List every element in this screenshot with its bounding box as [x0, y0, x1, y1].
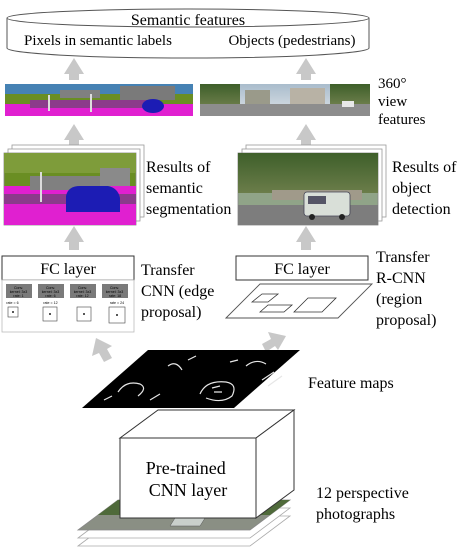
arrow-diag-left [92, 338, 112, 362]
segmentation-label: Results of semantic segmentation [146, 159, 231, 218]
objects-label: Objects (pedestrians) [228, 33, 355, 49]
panorama-photo [200, 84, 370, 116]
flow-arrows [64, 58, 316, 362]
arrow-up-right-top [296, 58, 316, 80]
arrow-up-left-mid [64, 124, 84, 146]
right-fc-label: FC layer [274, 261, 330, 278]
svg-text:rate = 6 rate = 12: rate = 6 rate = 12 rate = 24 [6, 301, 124, 305]
segmentation-stack [3, 144, 145, 226]
feature-maps-label: Feature maps [308, 375, 394, 392]
arrow-up-right-low [296, 226, 316, 250]
cylinder-title: Semantic features [131, 12, 245, 29]
arrow-up-right-mid [296, 124, 316, 146]
mini-kernel-boxes: Conv. kernel: 3x3 rate: 1 Conv. kernel: … [6, 284, 128, 324]
photos-label: 12 perspective photographs [316, 485, 413, 523]
arrow-up-left-low [64, 226, 84, 250]
detection-label: Results of object detection [392, 159, 460, 218]
arrow-up-left-top [64, 58, 84, 80]
svg-text:Conv. kernel: 3x3: Conv. kernel: 3x3 rate: 1 Conv. kernel: … [10, 286, 125, 298]
detection-stack [237, 144, 387, 226]
pixels-label: Pixels in semantic labels [24, 33, 172, 49]
pretrained-cnn-cube: Pre-trained CNN layer [118, 409, 296, 519]
feature-maps [82, 350, 300, 408]
left-fc-label: FC layer [40, 261, 96, 278]
right-transfer-rcnn: FC layer [224, 255, 374, 319]
left-transfer-caption: Transfer CNN (edge proposal) [141, 262, 218, 321]
panorama-label: 360° view features [378, 76, 426, 128]
semantic-features-cylinder: Semantic features Pixels in semantic lab… [6, 8, 370, 59]
right-transfer-caption: Transfer R-CNN (region proposal) [376, 249, 436, 329]
arrow-diag-right [262, 332, 286, 352]
left-transfer-cnn: FC layer Conv. kernel: 3x3 rate: 1 Conv.… [1, 255, 135, 333]
cnn-box-label: Pre-trained CNN layer [146, 458, 230, 500]
panorama-semantic [5, 84, 193, 116]
